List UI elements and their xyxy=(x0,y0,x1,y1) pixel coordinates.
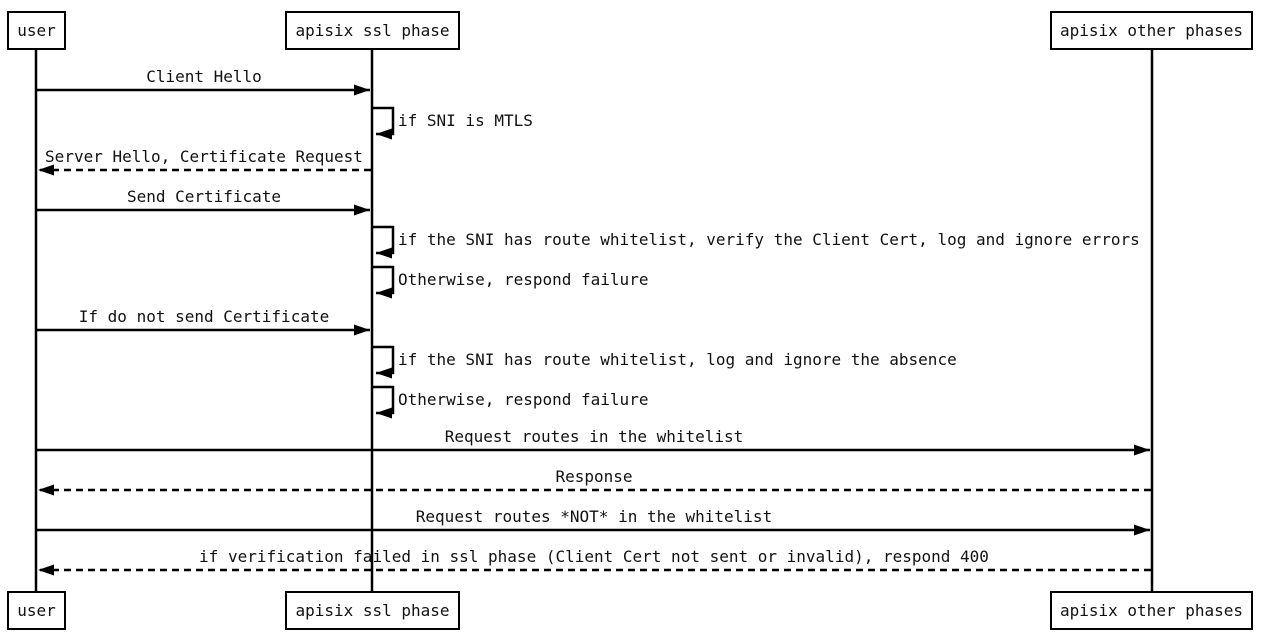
actor-box-user-top: user xyxy=(7,11,66,50)
self-message-label-log-and-ignore-absence: if the SNI has route whitelist, log and … xyxy=(398,350,957,369)
self-message-label-if-sni-is-mtls: if SNI is MTLS xyxy=(398,111,533,130)
message-label-send-certificate: Send Certificate xyxy=(126,187,282,206)
actor-box-user-bottom: user xyxy=(7,591,66,630)
selfloop-otherwise-respond-failure-2 xyxy=(373,385,395,419)
actor-label-user-bottom: user xyxy=(17,601,56,620)
self-message-label-verify-client-cert: if the SNI has route whitelist, verify t… xyxy=(398,230,1140,249)
actor-label-apisix-other-phases-bottom: apisix other phases xyxy=(1059,601,1244,620)
actor-label-apisix-ssl-phase-bottom: apisix ssl phase xyxy=(295,601,450,620)
message-label-response: Response xyxy=(555,467,633,486)
message-label-if-do-not-send-certificate: If do not send Certificate xyxy=(78,307,330,326)
selfloop-verify-client-cert xyxy=(373,225,395,259)
selfloop-otherwise-respond-failure-1 xyxy=(373,265,395,299)
actor-box-apisix-ssl-phase-bottom: apisix ssl phase xyxy=(285,591,460,630)
message-label-client-hello: Client Hello xyxy=(146,67,262,86)
selfloop-log-and-ignore-absence xyxy=(373,345,395,379)
selfloop-if-sni-is-mtls xyxy=(373,106,395,140)
message-label-verification-failed-respond-400: if verification failed in ssl phase (Cli… xyxy=(199,547,989,566)
self-message-label-otherwise-respond-failure-1: Otherwise, respond failure xyxy=(398,270,649,289)
actor-label-apisix-ssl-phase-top: apisix ssl phase xyxy=(295,21,450,40)
message-label-request-routes-in-whitelist: Request routes in the whitelist xyxy=(444,427,744,446)
actor-box-apisix-ssl-phase-top: apisix ssl phase xyxy=(285,11,460,50)
actor-label-user-top: user xyxy=(17,21,56,40)
self-message-label-otherwise-respond-failure-2: Otherwise, respond failure xyxy=(398,390,649,409)
message-label-server-hello-certificate-request: Server Hello, Certificate Request xyxy=(45,147,363,166)
actor-box-apisix-other-phases-bottom: apisix other phases xyxy=(1050,591,1253,630)
actor-label-apisix-other-phases-top: apisix other phases xyxy=(1059,21,1244,40)
actor-box-apisix-other-phases-top: apisix other phases xyxy=(1050,11,1253,50)
message-label-request-routes-not-in-whitelist: Request routes *NOT* in the whitelist xyxy=(415,507,773,526)
